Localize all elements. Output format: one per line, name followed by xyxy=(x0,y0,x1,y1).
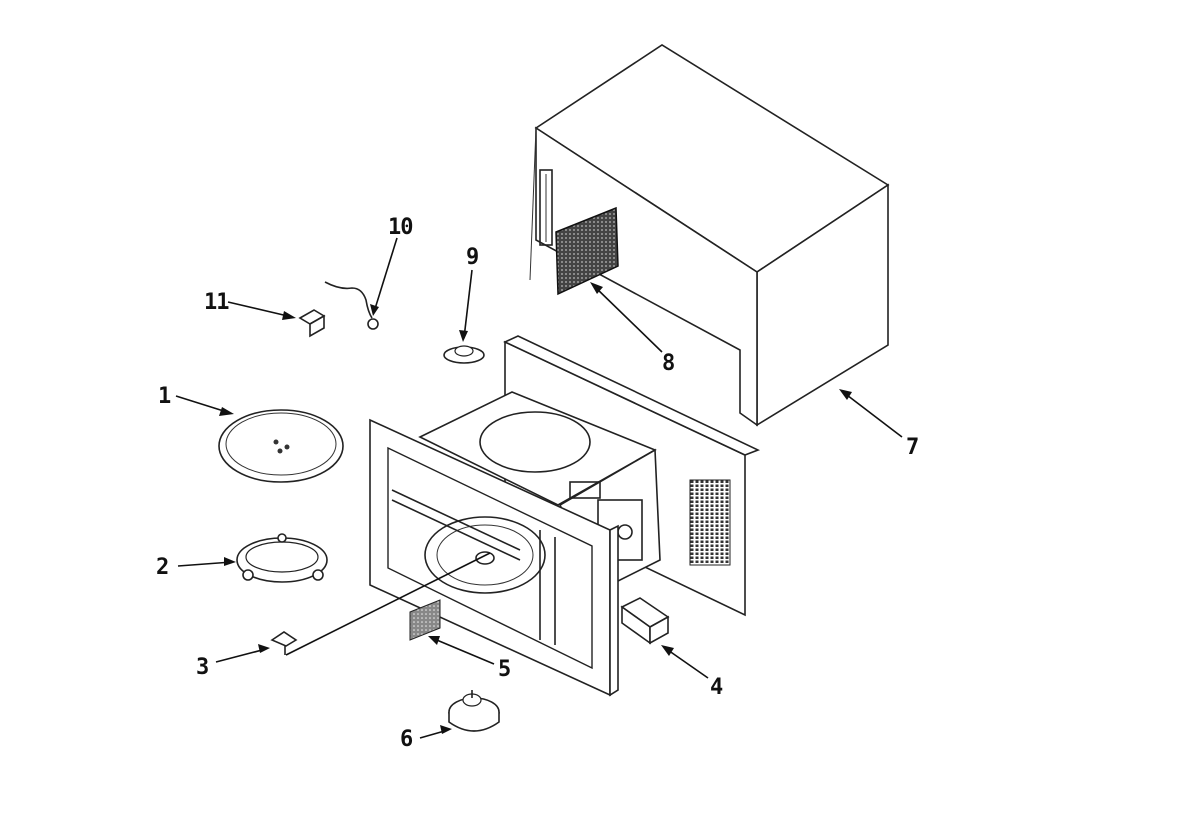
callout-7: 7 xyxy=(906,435,918,460)
lamp-with-wire xyxy=(324,281,379,330)
callout-9: 9 xyxy=(466,245,478,270)
callout-5: 5 xyxy=(498,657,510,682)
callout-8: 8 xyxy=(662,351,674,376)
callout-1: 1 xyxy=(158,384,171,409)
leader-lines xyxy=(175,237,903,739)
callout-2: 2 xyxy=(156,555,168,580)
interlock-switch xyxy=(620,597,670,645)
callout-6: 6 xyxy=(400,727,413,752)
callout-4: 4 xyxy=(710,675,723,700)
vent-cover xyxy=(555,206,619,296)
callout-10: 10 xyxy=(388,215,413,240)
roller-ring xyxy=(236,533,328,583)
turntable-coupler xyxy=(270,631,298,655)
callout-11: 11 xyxy=(204,290,229,315)
outer-cabinet xyxy=(529,44,890,427)
bracket xyxy=(298,309,326,338)
turntable-motor xyxy=(448,690,500,732)
glass-turntable-tray xyxy=(218,409,344,483)
oven-cavity-chassis xyxy=(369,335,761,697)
thermal-protector xyxy=(443,345,485,364)
callout-3: 3 xyxy=(196,655,208,680)
